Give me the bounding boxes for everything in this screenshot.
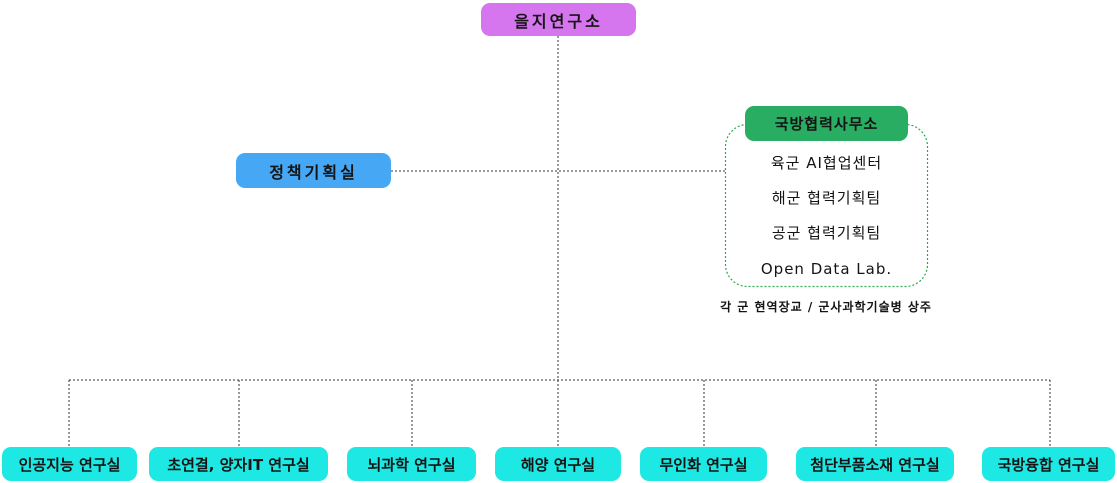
lab-node: 해양 연구실 (495, 447, 621, 481)
policy-office-node: 정책기획실 (236, 153, 391, 188)
lab-node: 뇌과학 연구실 (347, 447, 476, 481)
cooperation-office-node: 국방협력사무소 (745, 106, 908, 141)
lab-node: 무인화 연구실 (640, 447, 767, 481)
cooperation-team-item: Open Data Lab. (760, 260, 893, 278)
cooperation-office-frame (724, 123, 929, 288)
lab-node: 인공지능 연구실 (2, 447, 137, 481)
lab-node: 국방융합 연구실 (982, 447, 1115, 481)
cooperation-office-note: 각 군 현역장교 / 군사과학기술병 상주 (720, 300, 932, 314)
lab-node: 첨단부품소재 연구실 (796, 447, 954, 481)
root-node: 을지연구소 (481, 3, 636, 36)
lab-node: 초연결, 양자IT 연구실 (149, 447, 328, 481)
cooperation-team-item: 공군 협력기획팀 (771, 224, 882, 242)
cooperation-team-item: 육군 AI협업센터 (770, 154, 883, 172)
cooperation-team-item: 해군 협력기획팀 (771, 189, 882, 207)
